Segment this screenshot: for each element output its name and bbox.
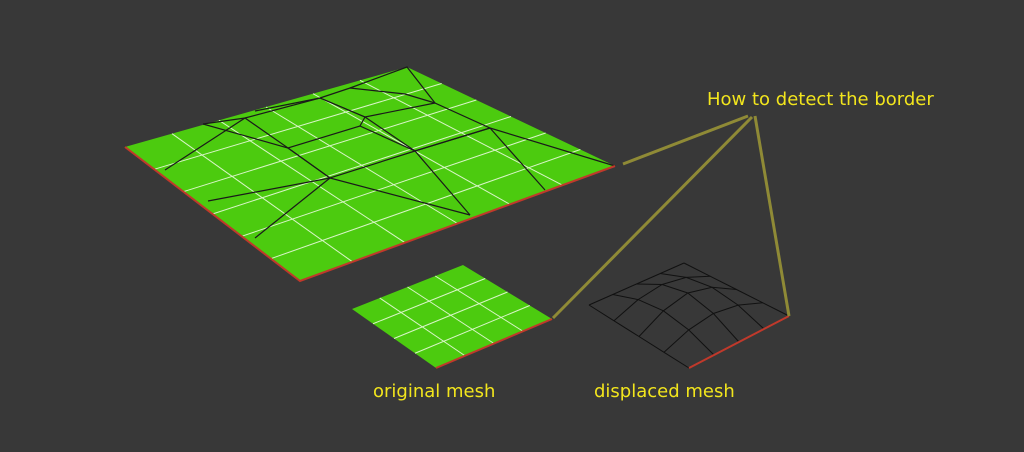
large-mesh-displaced-edges xyxy=(164,66,616,239)
wireframe-col-4 xyxy=(683,262,790,317)
original-mesh-grid-line-v3 xyxy=(414,305,530,354)
large-mesh-grid-line-v5 xyxy=(171,133,353,263)
large-mesh-grid-lines xyxy=(154,79,581,263)
large-mesh-edge-6 xyxy=(254,147,331,239)
original-mesh xyxy=(352,265,553,369)
original-mesh-grid-line-v2 xyxy=(393,291,508,339)
wireframe-border-highlight xyxy=(688,315,790,369)
wireframe-row-1 xyxy=(613,275,711,322)
callout-line-displaced-mesh xyxy=(753,115,791,317)
large-mesh-border-highlight xyxy=(124,146,616,283)
callout-line-large-mesh xyxy=(622,114,749,166)
wireframe-col-2 xyxy=(636,283,740,343)
wireframe-row-3 xyxy=(663,302,763,353)
wireframe-col-0 xyxy=(588,304,690,369)
displaced-wireframe-mesh xyxy=(588,262,790,369)
callout-lines xyxy=(551,114,791,320)
large-mesh-edge-1 xyxy=(254,87,436,112)
displaced-mesh-label: displaced mesh xyxy=(594,381,735,402)
large-mesh-surface xyxy=(125,67,615,281)
wireframe-col-3 xyxy=(660,273,765,330)
large-mesh-edge-8 xyxy=(319,97,366,127)
original-mesh-label: original mesh xyxy=(373,381,496,402)
large-displaced-mesh xyxy=(124,66,616,283)
original-mesh-grid-line-u3 xyxy=(434,275,524,332)
original-mesh-grid-lines xyxy=(372,275,530,357)
wireframe-col-1 xyxy=(612,294,715,356)
large-mesh-edge-7 xyxy=(364,116,491,152)
annotation-label: How to detect the border xyxy=(707,89,934,110)
original-mesh-border-highlight xyxy=(435,318,553,369)
callout-line-original-mesh xyxy=(551,115,754,320)
